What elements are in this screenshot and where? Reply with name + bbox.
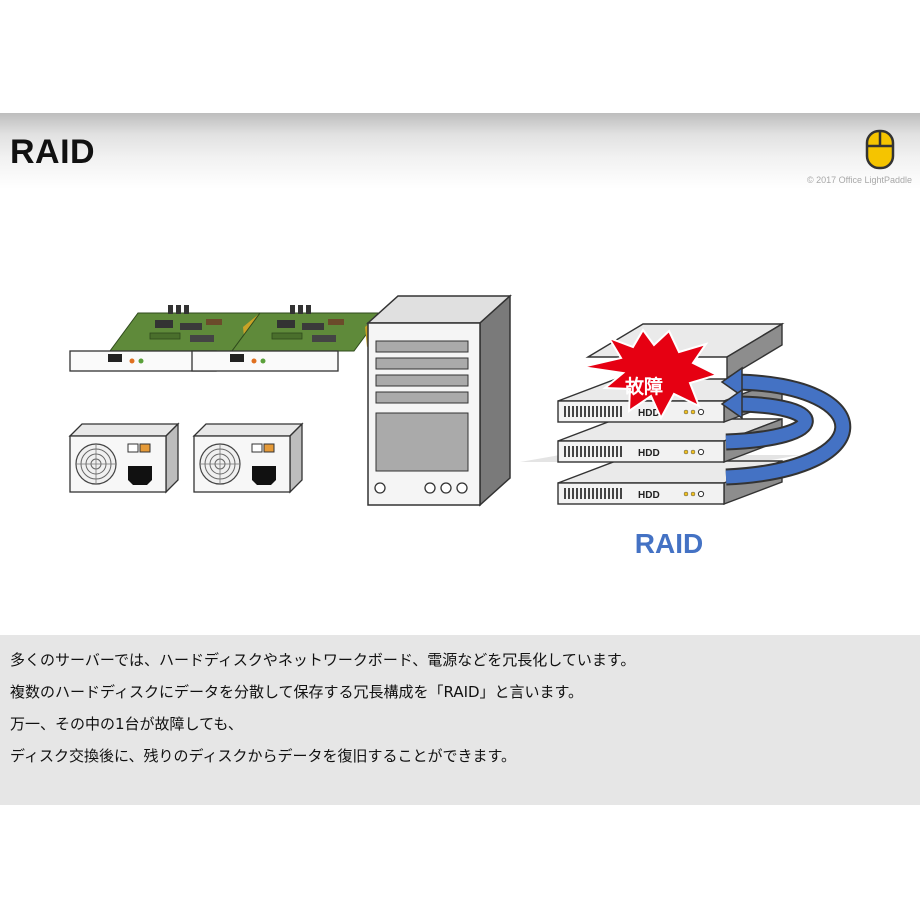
description-line: 複数のハードディスクにデータを分散して保存する冗長構成を「RAID」と言います。 [10, 683, 584, 701]
mouse-icon [865, 129, 895, 170]
raid-illustration: HDD HDD HDD 故障 RAID [69, 294, 852, 559]
raid-caption: RAID [635, 528, 703, 559]
hdd-label: HDD [638, 490, 660, 501]
page-title: RAID [10, 133, 96, 171]
description-panel: 多くのサーバーでは、ハードディスクやネットワークボード、電源などを冗長化していま… [0, 635, 920, 805]
description-line: 多くのサーバーでは、ハードディスクやネットワークボード、電源などを冗長化していま… [10, 651, 636, 669]
title-bar: RAID © 2017 Office LightPaddle [0, 113, 920, 189]
power-supply-icon [69, 423, 179, 493]
description-line: ディスク交換後に、残りのディスクからデータを復旧することができます。 [10, 747, 516, 765]
failure-burst-icon: 故障 [581, 328, 720, 421]
hdd-label: HDD [638, 448, 660, 459]
copyright-text: © 2017 Office LightPaddle [806, 175, 912, 185]
recovery-arrow-icon [720, 366, 852, 486]
failure-label: 故障 [625, 375, 663, 398]
hdd-unit-icon: HDD [557, 418, 783, 463]
hdd-unit-icon: HDD [557, 460, 783, 505]
power-supply-icon [193, 423, 303, 493]
hdd-unit-failed-icon: HDD [557, 378, 783, 423]
description-line: 万一、その中の1台が故障しても、 [10, 715, 243, 733]
hdd-label: HDD [638, 408, 660, 419]
